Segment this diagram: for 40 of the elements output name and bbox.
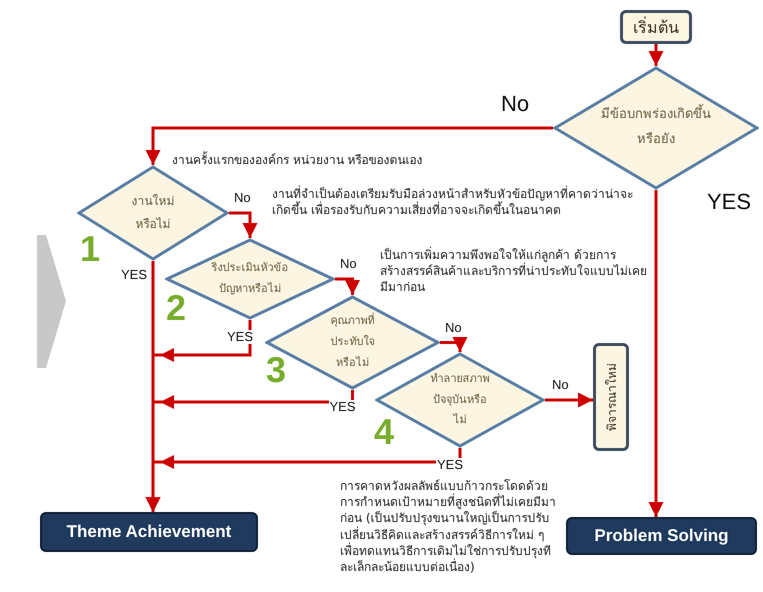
question-text: ริงประเมินหัวข้อปัญหาหรือไม่: [210, 260, 290, 297]
arrow: [440, 337, 468, 352]
result-box: [566, 517, 757, 555]
edge-label: YES: [120, 268, 148, 282]
result-box: [40, 512, 258, 552]
start-box: [620, 10, 692, 44]
chevron-shape: [37, 235, 66, 368]
step-number: 4: [374, 414, 394, 450]
edge-label: No: [339, 257, 358, 272]
question-text: คุณภาพที่ประทับใจหรือไม่: [330, 312, 376, 371]
box-text: พิจารณาใหม่: [604, 363, 620, 431]
process-box: [593, 343, 629, 451]
description-text: งานที่จำเป็นต้องเตรียมรับมือล่วงหน้าสำหรับหัวข้อปัญหาที่คาดว่าน่าจะเกิดขึ้น เพื่อรองรับกับความเสี่ยงที่อาจจะเกิดขึ้นในอนาคต: [272, 186, 634, 218]
description-text: การคาดหวังผลลัพธ์แบบก้าวกระโดดด้วยการกำหนดเป้าหมายที่สูงชนิดที่ไม่เคยมีมาก่อน (เป็นปรับปรุงขนานใหญ่เป็นการปรับเปลี่ยนวิธีคิดและสร้างสรรค์วิธีการใหม่ ๆ เพื่อทดแทนวิธีการเดิมไม่ใช่การปรับปรุงทีละเล็กละน้อยแบบต่อเนื่อง): [340, 478, 557, 576]
step-number: 3: [266, 352, 286, 388]
box-text: Problem Solving: [594, 526, 729, 546]
arrow: [545, 392, 593, 408]
step-number: 2: [166, 290, 186, 326]
arrow: [648, 190, 664, 517]
edge-label: YES: [436, 458, 464, 472]
box-text: Theme Achievement: [66, 522, 232, 542]
question-text: งานใหม่หรือไม่: [130, 193, 176, 233]
edge-label: YES: [226, 330, 254, 344]
description-text: งานครั้งแรกขององค์กร หน่วยงาน หรือของตนเอง: [172, 152, 424, 168]
edge-label: YES: [328, 400, 357, 414]
arrow: [648, 44, 664, 66]
arrow: [146, 126, 553, 165]
description-text: เป็นการเพิ่มความพึงพอใจให้แก่ลูกค้า ด้วยการสร้างสรรค์สินค้าและบริการที่น่าประทับใจแบบไม่เคยมีมาก่อน: [380, 247, 648, 296]
step-number: 1: [80, 231, 100, 267]
decision-diamond: [375, 352, 545, 448]
decision-diamond: [77, 165, 229, 261]
arrow: [146, 448, 462, 512]
question-text: ทำลายสภาพปัจจุบันหรือไม่: [430, 370, 490, 428]
arrow: [335, 278, 360, 295]
arrow: [229, 212, 258, 238]
edge-label: No: [551, 378, 570, 392]
question-text: มีข้อบกพร่องเกิดขึ้นหรือยัง: [601, 103, 711, 153]
box-text: เริ่มต้น: [633, 16, 679, 38]
edge-label: No: [233, 191, 252, 206]
edge-label: No: [444, 320, 463, 335]
